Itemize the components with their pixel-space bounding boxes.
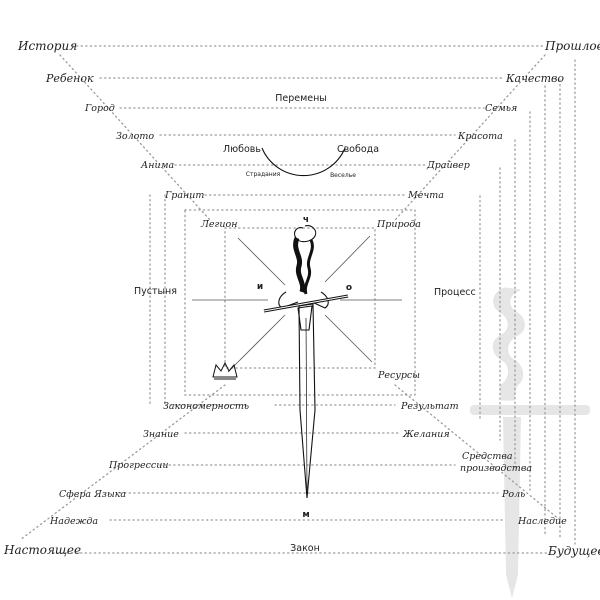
label-pustynya: Пустыня [134,286,177,297]
label-svoboda: Свобода [337,144,379,155]
compass-south: м [302,510,309,520]
label-sredstva-2: производства [460,463,532,474]
label-peremeny: Перемены [275,93,327,104]
label-zhelaniya: Желания [402,429,450,440]
label-semya: Семья [485,103,517,114]
label-anima: Анима [140,160,174,171]
love-freedom-arc [261,147,346,177]
label-legion: Легион [200,219,237,230]
label-zakon: Закон [290,543,320,554]
label-proshloe: Прошлое [544,39,600,53]
label-istoriya: История [17,39,77,53]
label-zakonomernost: Закономерность [163,401,249,412]
label-krasota: Красота [457,131,503,142]
label-rebenok: Ребенок [45,72,94,85]
label-progressii: Прогрессии [108,460,168,471]
compass-north: ч [303,215,309,225]
label-stradaniya: Страдания [246,171,281,178]
label-rezultat: Результат [400,401,459,412]
label-nadezhda: Надежда [49,516,98,527]
label-gorod: Город [84,103,115,114]
label-nasledie: Наследие [517,516,567,527]
label-nastoyashchee: Настоящее [3,543,81,557]
label-lyubov: Любовь [223,144,261,155]
label-drayver: Драйвер [426,160,470,171]
label-veselie: Веселье [330,172,356,179]
label-sredstva-1: Средства [462,451,513,462]
label-kachestvo: Качество [505,72,564,85]
dotted-frames [19,45,576,554]
label-process: Процесс [434,287,476,298]
label-rol: Роль [501,489,525,500]
label-zoloto: Золото [116,131,154,142]
crown-icon [212,361,238,380]
compass-east: о [346,283,352,293]
label-granit: Гранит [164,190,204,201]
compass-rays [192,235,402,373]
label-resursy: Ресурсы [377,370,420,381]
sword-icon [263,225,349,499]
label-mechta: Мечта [407,190,444,201]
label-budushchee: Будущее [547,544,600,558]
label-sfera-yazyka: Сфера Языка [59,489,126,500]
compass-west: и [257,282,263,292]
label-znanie: Знание [143,429,179,440]
label-priroda: Природа [376,219,421,230]
